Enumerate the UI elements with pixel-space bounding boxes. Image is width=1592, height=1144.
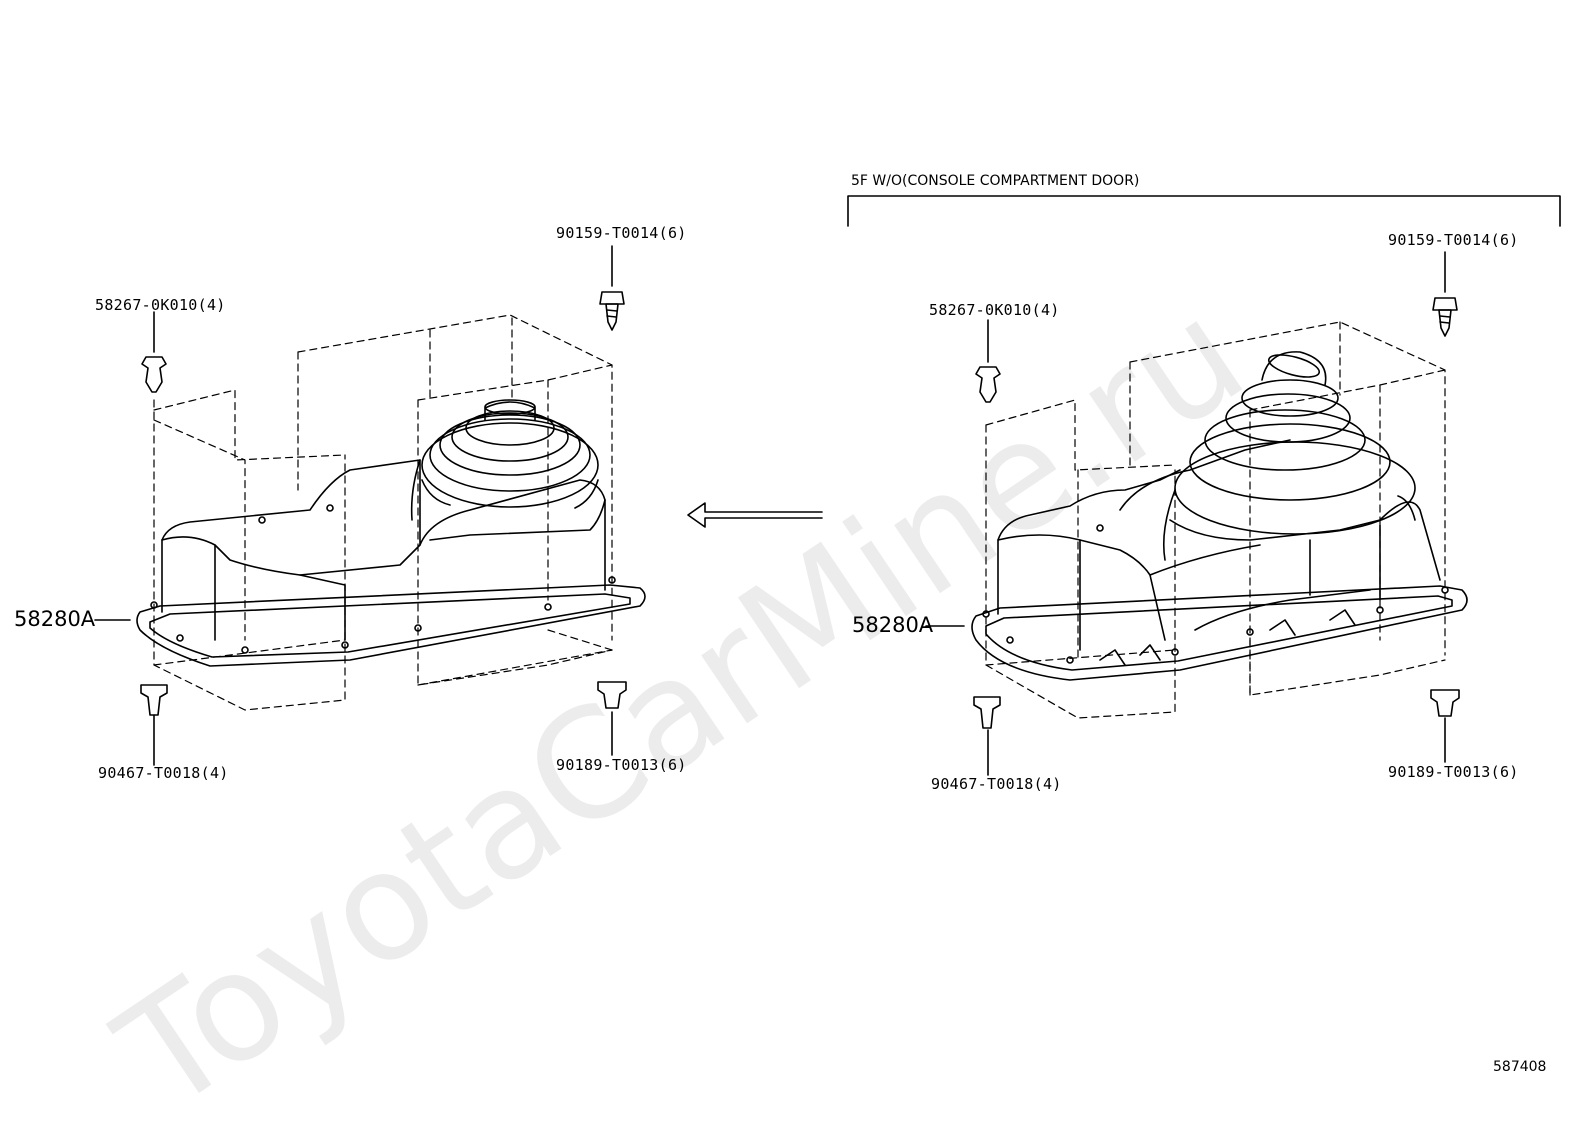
- right-bottom-nut-label: 90189-T0013(6): [1388, 763, 1519, 781]
- left-bottom-clip-label: 90467-T0018(4): [98, 764, 229, 782]
- right-console-box: [971, 351, 1468, 681]
- left-bottom-nut-label: 90189-T0013(6): [556, 756, 687, 774]
- left-console-box: [136, 399, 646, 667]
- parts-diagram: ToyotaCarMine.ru: [14, 173, 1561, 1144]
- diagram-drawing: [94, 195, 1561, 776]
- right-fasteners: [925, 251, 1460, 776]
- right-top-clip-label: 58267-0K010(4): [929, 301, 1060, 319]
- direction-arrow: [687, 502, 823, 528]
- right-top-screw-label: 90159-T0014(6): [1388, 231, 1519, 249]
- left-main-part-label: 58280A: [14, 607, 96, 631]
- diagram-code: 587408: [1493, 1059, 1547, 1075]
- condition-label: 5F W/O(CONSOLE COMPARTMENT DOOR): [851, 173, 1140, 189]
- left-top-screw-label: 90159-T0014(6): [556, 224, 687, 242]
- right-main-part-label: 58280A: [852, 613, 934, 637]
- condition-bracket: [847, 195, 1561, 227]
- left-top-clip-label: 58267-0K010(4): [95, 296, 226, 314]
- right-dashed-guides: [985, 321, 1446, 719]
- right-bottom-clip-label: 90467-T0018(4): [931, 775, 1062, 793]
- left-dashed-guides: [153, 314, 613, 711]
- left-fasteners: [94, 245, 627, 766]
